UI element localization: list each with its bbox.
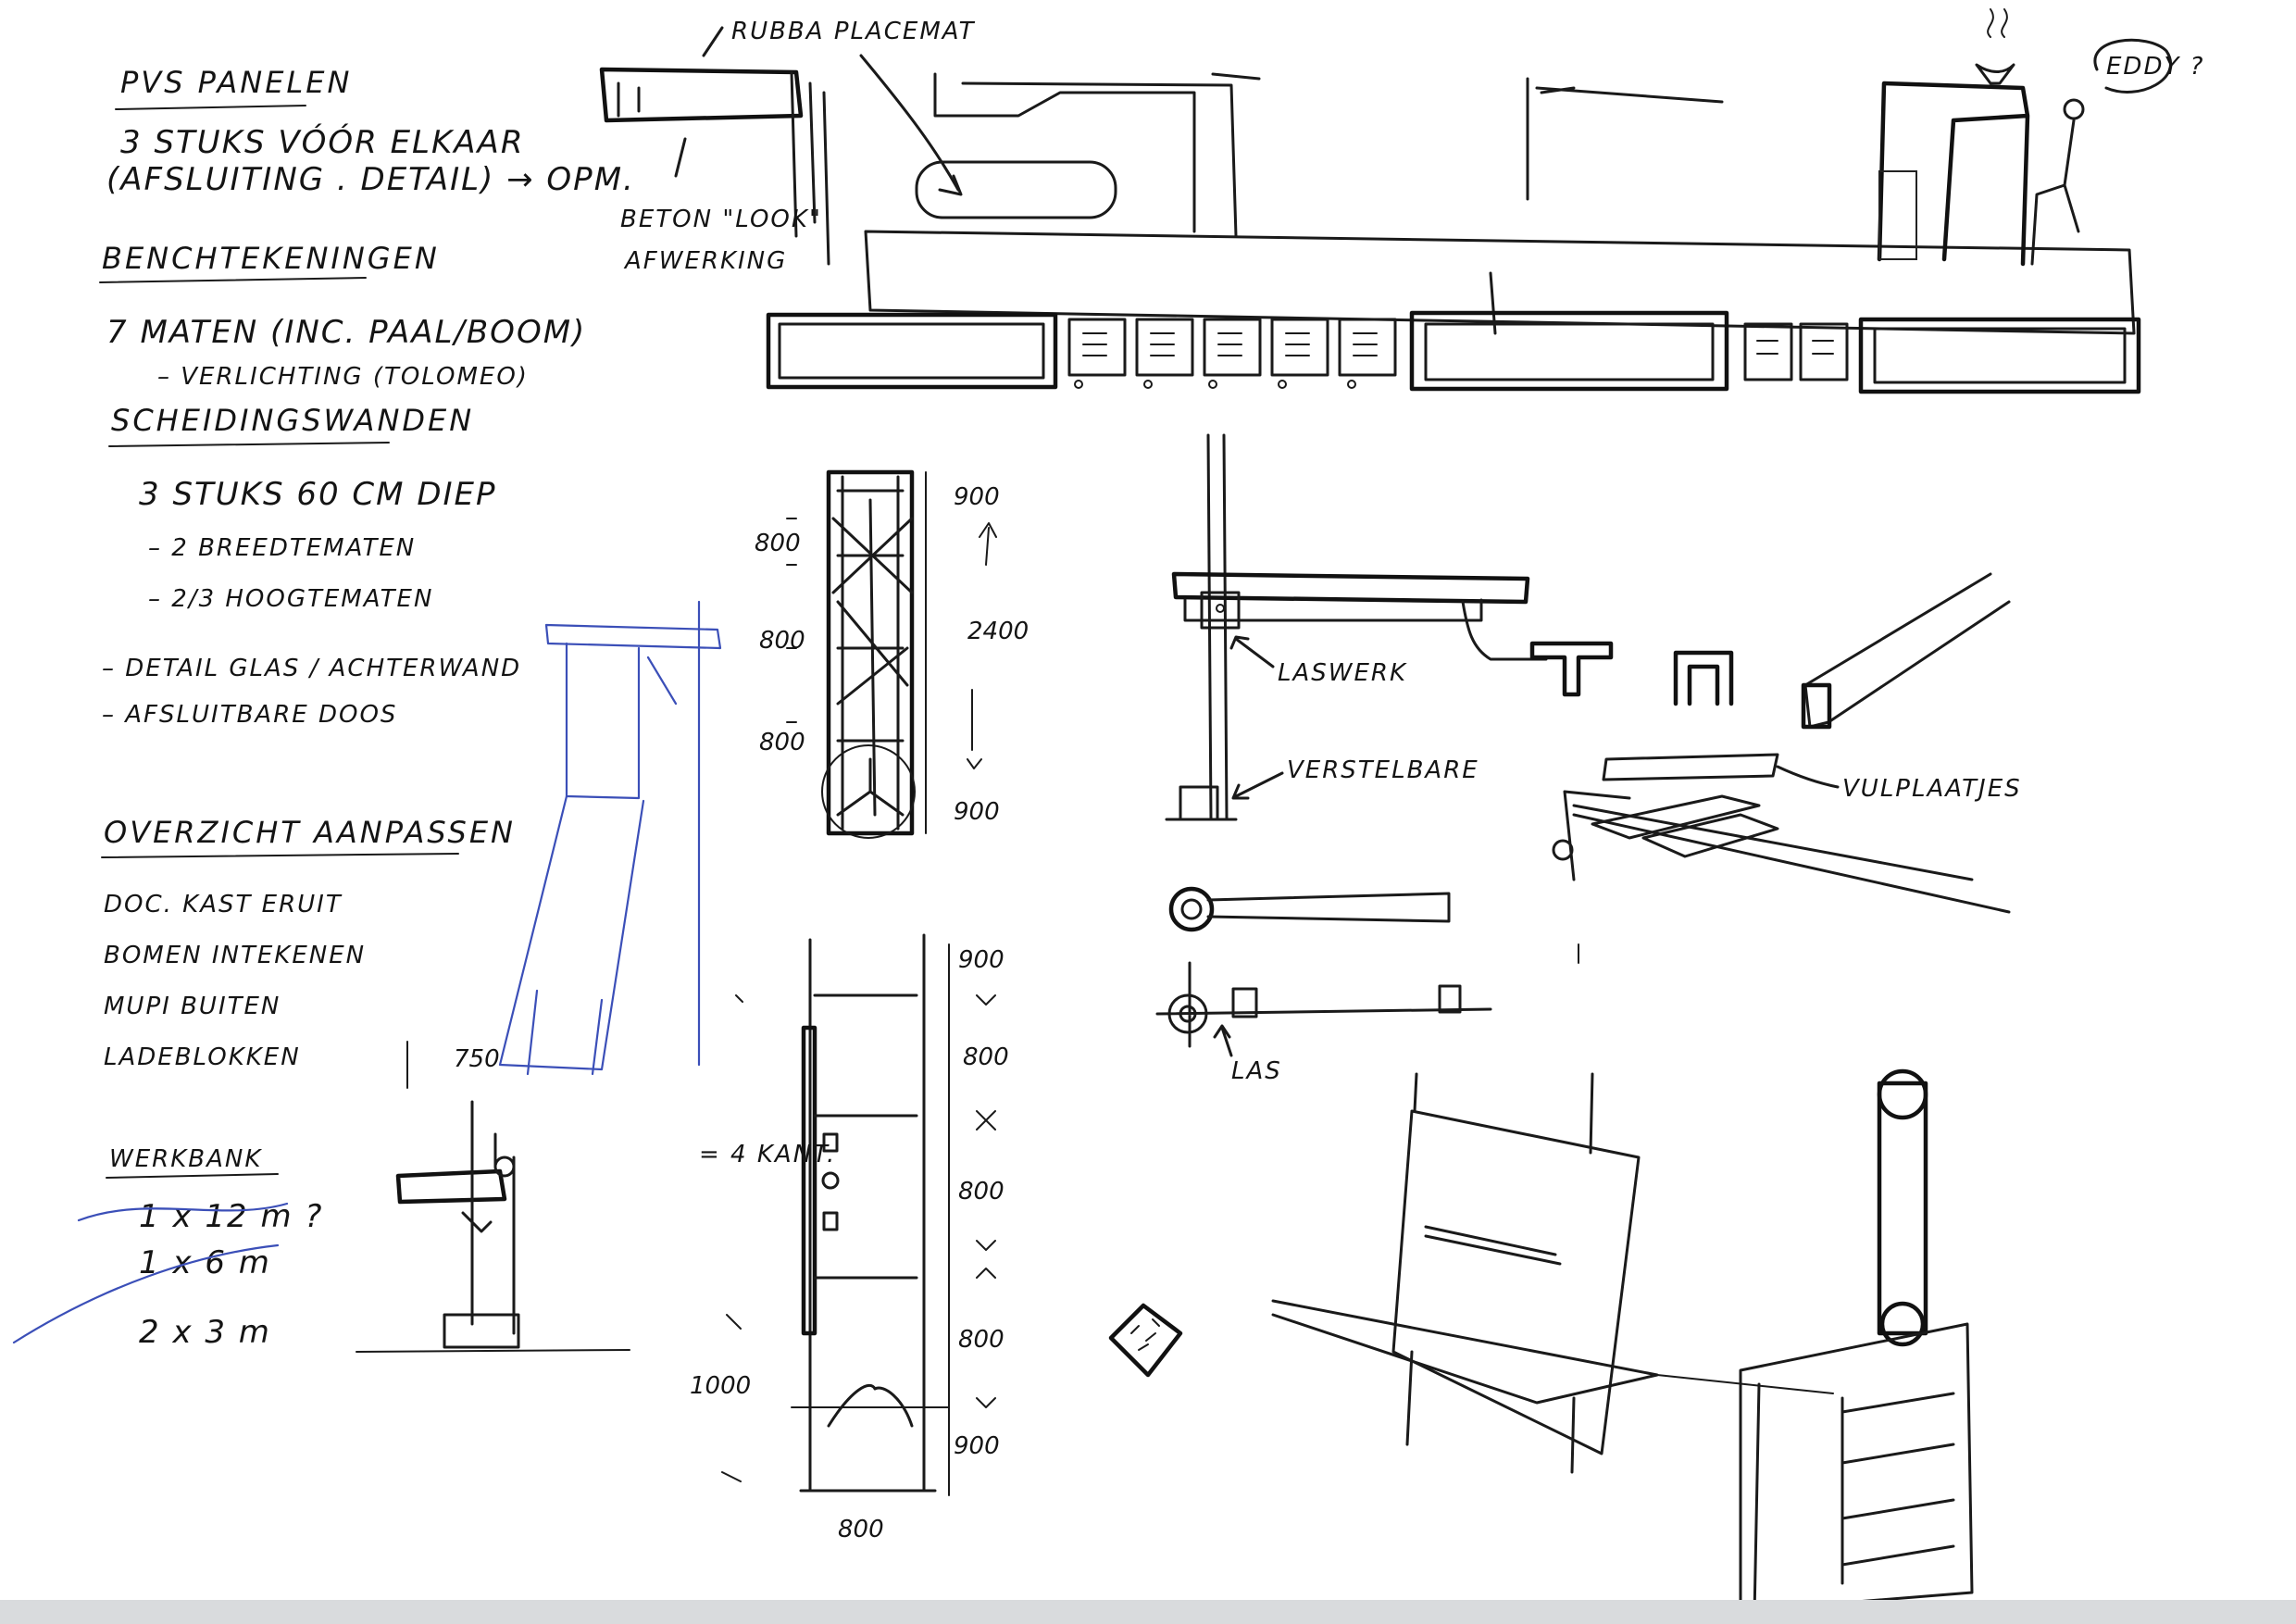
placemat-outline bbox=[915, 160, 1117, 219]
note-line: LADEBLOKKEN bbox=[104, 1043, 301, 1071]
note-line: – AFSLUITBARE DOOS bbox=[102, 701, 397, 729]
note-heading-pvs-panelen: PVS PANELEN bbox=[120, 65, 352, 100]
note-heading-scheidingswanden: SCHEIDINGSWANDEN bbox=[111, 403, 474, 438]
dim: 800 bbox=[759, 627, 805, 655]
label-laswerk: LASWERK bbox=[1278, 659, 1407, 687]
note-heading-overzicht: OVERZICHT AANPASSEN bbox=[104, 815, 516, 850]
cabinet-long-2 bbox=[1409, 310, 1729, 392]
bench-elevation: RUBBA PLACEMAT BETON "LOOK" AFWERKING ED… bbox=[599, 8, 2204, 394]
dim: 800 bbox=[963, 1043, 1009, 1071]
coffee-cup-icon bbox=[1975, 63, 2015, 85]
note-line: 7 MATEN (INC. PAAL/BOOM) bbox=[106, 314, 586, 351]
blue-swoosh bbox=[12, 1243, 280, 1344]
underline-3 bbox=[108, 442, 390, 447]
u-profile-icon bbox=[1673, 650, 1734, 706]
note-line: – VERLICHTING (TOLOMEO) bbox=[157, 363, 529, 391]
bench-body bbox=[864, 230, 2136, 335]
label-las: LAS bbox=[1231, 1057, 1282, 1085]
label-vulplaatjes: VULPLAATJES bbox=[1842, 775, 2022, 803]
dim: 800 bbox=[958, 1178, 1004, 1206]
label-afwerking: AFWERKING bbox=[623, 247, 787, 275]
underline-5 bbox=[106, 1173, 279, 1179]
coffee-counter bbox=[1877, 81, 2030, 267]
note-heading-werkbank: WERKBANK bbox=[109, 1145, 262, 1173]
note-line: – 2 BREEDTEMATEN bbox=[148, 534, 416, 562]
dim: 900 bbox=[958, 946, 1004, 974]
workbench-side-sketch bbox=[356, 1100, 630, 1353]
note-line: (AFSLUITING . DETAIL) → OPM. bbox=[106, 161, 635, 198]
dim: 900 bbox=[954, 1432, 1000, 1460]
drawer-blocks-left bbox=[1067, 318, 1397, 389]
tube-profile bbox=[1803, 572, 2011, 729]
cabinet-long-1 bbox=[766, 312, 1058, 390]
vulplaatjes-detail: VULPLAATJES bbox=[1552, 753, 2022, 964]
table-perspective bbox=[1271, 1072, 1834, 1474]
note-line: MUPI BUITEN bbox=[104, 993, 281, 1020]
label-4-kant: = 4 KANT. bbox=[699, 1141, 836, 1168]
stamp-mark bbox=[1108, 1303, 1183, 1378]
note-line: 3 STUKS 60 CM DIEP bbox=[139, 476, 497, 513]
dim: 800 bbox=[755, 530, 801, 557]
label-beton-look: BETON "LOOK" bbox=[620, 206, 822, 233]
person-head bbox=[2063, 98, 2085, 120]
label-rubba-placemat: RUBBA PLACEMAT bbox=[731, 18, 976, 45]
t-profile-icon bbox=[1529, 641, 1614, 697]
underline-1 bbox=[115, 105, 306, 110]
steam-icon bbox=[1987, 8, 2008, 38]
table-top-section bbox=[599, 67, 804, 123]
dim: 900 bbox=[954, 483, 1000, 511]
dim: 2400 bbox=[967, 618, 1029, 645]
strike-line bbox=[77, 1202, 289, 1222]
profile-sections bbox=[1529, 572, 2011, 730]
dim: 800 bbox=[958, 1326, 1004, 1354]
speech-bubble bbox=[2093, 38, 2173, 94]
lamp-arm-detail: LAS bbox=[1155, 886, 1492, 1085]
label-verstelbare: VERSTELBARE bbox=[1287, 756, 1479, 784]
elevation-dimensioned-2: 900 800 800 800 900 1000 800 = 4 KANT. bbox=[690, 933, 1009, 1543]
underline-4 bbox=[101, 853, 459, 858]
dim: 800 bbox=[759, 729, 805, 756]
dim: 800 bbox=[838, 1516, 884, 1543]
note-line: 2 x 3 m bbox=[139, 1314, 271, 1351]
dim: 900 bbox=[954, 798, 1000, 826]
underline-2 bbox=[99, 277, 367, 283]
note-line-struck: 1 x 12 m ? bbox=[139, 1198, 323, 1235]
note-line: BOMEN INTEKENEN bbox=[104, 942, 366, 969]
notes-column: PVS PANELEN 3 STUKS VÓÓR ELKAAR (AFSLUIT… bbox=[12, 65, 635, 1351]
cabinet-long-3 bbox=[1858, 317, 2141, 394]
dim-750: 750 bbox=[454, 1045, 500, 1073]
scan-bottom-edge bbox=[0, 1600, 2296, 1624]
note-line: – 2/3 HOOGTEMATEN bbox=[148, 585, 433, 613]
post-beam-detail: LASWERK VERSTELBARE bbox=[1165, 433, 1548, 821]
note-line: 3 STUKS VÓÓR ELKAAR bbox=[120, 123, 524, 161]
note-line: – DETAIL GLAS / ACHTERWAND bbox=[102, 655, 521, 682]
label-eddy: EDDY ? bbox=[2106, 53, 2204, 81]
cabinet-perspective bbox=[1739, 1068, 1974, 1618]
elevation-dimensioned-1: 900 800 800 800 2400 900 bbox=[755, 469, 1029, 839]
partition-sketch-blue: 750 bbox=[406, 600, 722, 1089]
pointer-arrow bbox=[859, 54, 960, 192]
note-line: DOC. KAST ERUIT bbox=[104, 891, 343, 918]
person-body bbox=[2030, 119, 2080, 266]
column-frame bbox=[826, 469, 915, 836]
dim: 1000 bbox=[690, 1372, 751, 1400]
note-heading-benchtekeningen: BENCHTEKENINGEN bbox=[102, 241, 440, 276]
